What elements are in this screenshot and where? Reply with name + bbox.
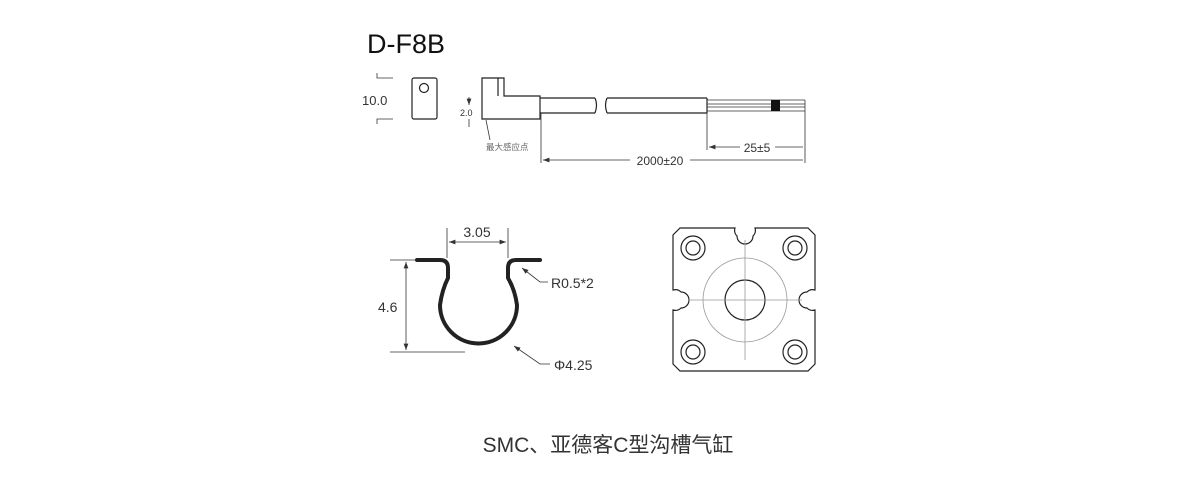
diameter-label: Φ4.25 xyxy=(554,357,593,373)
radius-label: R0.5*2 xyxy=(551,275,594,291)
caption: SMC、亚德客C型沟槽气缸 xyxy=(483,434,734,457)
depth-dimension: 4.6 xyxy=(378,299,398,315)
sensor-side-view xyxy=(469,77,806,163)
sensing-point-label: 最大感应点 xyxy=(486,142,529,152)
slot-profile xyxy=(390,228,550,365)
opening-dimension: 3.05 xyxy=(463,224,490,240)
wire-strip-dimension: 25±5 xyxy=(744,141,771,155)
sensor-front-view xyxy=(376,73,438,124)
height-dimension: 10.0 xyxy=(362,93,387,108)
sensing-offset-dimension: 2.0 xyxy=(460,108,473,118)
model-title: D-F8B xyxy=(367,29,445,59)
cylinder-end-view xyxy=(672,227,816,372)
cable-length-dimension: 2000±20 xyxy=(637,154,684,168)
